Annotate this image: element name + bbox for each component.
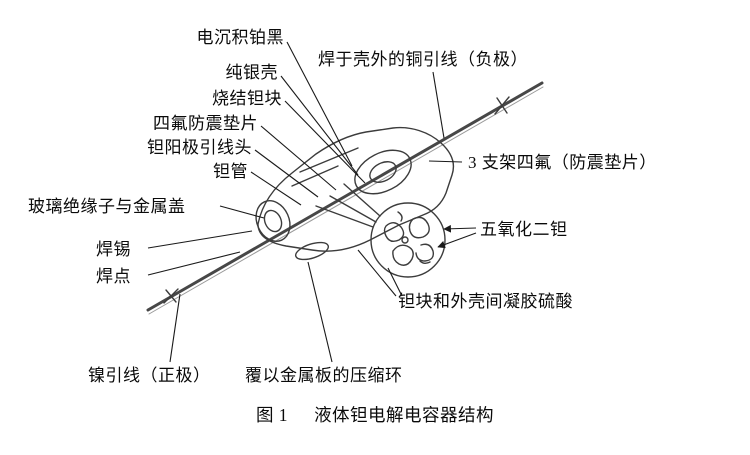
leader-line-arrow (443, 224, 477, 233)
leader-line (254, 149, 319, 198)
leader-line (280, 75, 359, 176)
figure-caption: 图 1 液体钽电解电容器结构 (0, 402, 750, 427)
wire-x-mark (496, 97, 508, 114)
leader-line (432, 71, 445, 139)
figure-caption-title: 液体钽电解电容器结构 (314, 405, 495, 425)
capacitor-body (257, 126, 455, 252)
label-solder: 焊锡 (96, 240, 131, 259)
ball-texture (401, 236, 409, 244)
tantalum-tube-bore (369, 161, 397, 183)
leader-line (147, 251, 241, 276)
sketch-line (329, 195, 377, 223)
label-sintered-tantalum-block: 烧结钽块 (212, 89, 282, 108)
label-copper-lead-negative: 焊于壳外的铜引线（负极） (318, 50, 528, 69)
label-platinum-black: 电沉积铂黑 (196, 28, 284, 47)
label-nickel-lead-positive: 镍引线（正极） (88, 366, 211, 385)
leader-line (387, 267, 403, 297)
label-tantalum-pentoxide: 五氧化二钽 (480, 220, 568, 239)
label-tantalum-tube: 钽管 (213, 162, 248, 181)
ball-texture (383, 222, 405, 243)
label-solder-joint: 焊点 (96, 267, 131, 286)
leader-line (307, 261, 333, 363)
ball-texture (415, 243, 435, 262)
label-metal-plate-compression-ring: 覆以金属板的压缩环 (245, 366, 403, 385)
glass-insulator-cap (255, 200, 291, 242)
label-bracket-ptfe: 3 支架四氟（防震垫片） (468, 153, 657, 172)
label-glass-insulator-metal-cover: 玻璃绝缘子与金属盖 (28, 197, 186, 216)
sketch-line (315, 205, 374, 228)
figure-caption-number: 图 1 (255, 405, 289, 425)
label-tantalum-anode-lead-head: 钽阳极引线头 (147, 138, 252, 157)
wire-x-mark (165, 289, 177, 303)
label-silver-shell: 纯银壳 (225, 63, 278, 82)
leader-line (219, 205, 265, 219)
sketch-line (343, 183, 381, 217)
leader-line (250, 171, 302, 206)
leader-line (147, 230, 253, 249)
ball-texture (408, 216, 430, 239)
leader-line (260, 125, 337, 191)
ball-texture (397, 211, 403, 222)
compression-ring-shape (294, 241, 330, 261)
ball-texture (419, 260, 431, 264)
lead-wire (146, 81, 544, 312)
leader-line-arrow (437, 232, 477, 249)
glass-insulator-cap-inner (263, 209, 283, 233)
leader-line (286, 41, 353, 167)
label-ptfe-shock-gasket: 四氟防震垫片 (153, 114, 258, 133)
lead-wire-edge (148, 86, 544, 315)
leader-line (169, 293, 181, 363)
leader-line (284, 100, 366, 184)
label-gel-sulfuric-acid: 钽块和外壳间凝胶硫酸 (398, 292, 573, 311)
leader-lines (147, 41, 477, 363)
leader-line (357, 249, 397, 297)
ball-texture (392, 244, 414, 266)
sintered-ball (370, 202, 446, 278)
leader-line (428, 160, 463, 163)
tantalum-tube-shape (354, 149, 412, 195)
